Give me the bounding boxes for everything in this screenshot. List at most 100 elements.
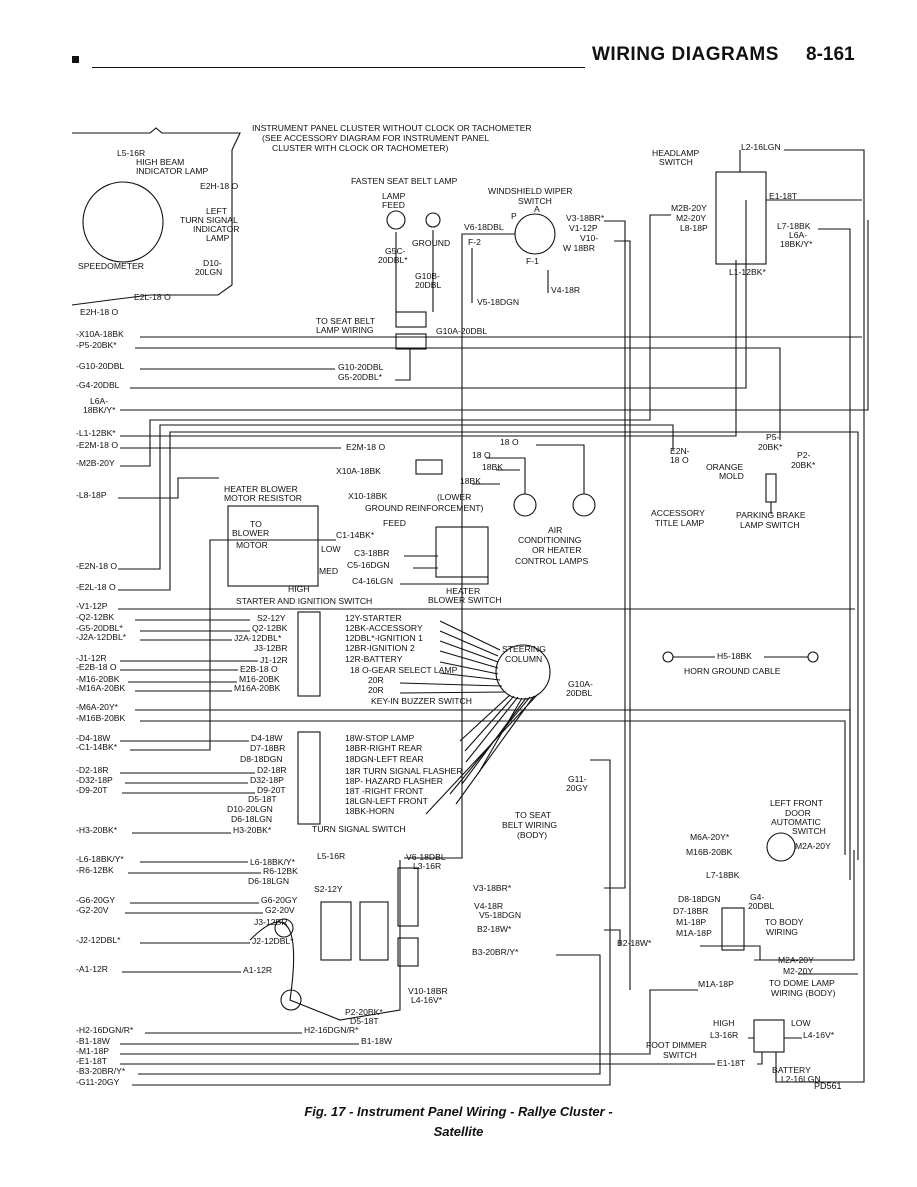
diagram-label: D9-20T [257,785,286,795]
diagram-label: 18 O [670,455,689,465]
diagram-label: V3-18BR* [473,883,512,893]
diagram-label: M16B-20BK [686,847,733,857]
diagram-label: V1-12P [569,223,598,233]
diagram-label: L8-18P [680,223,708,233]
diagram-label: 20DBL [748,901,774,911]
diagram-label: C1-14BK* [336,530,375,540]
diagram-label: HIGH [288,584,309,594]
diagram-label: M2B-20Y [671,203,707,213]
diagram-label: -D2-18R [76,765,108,775]
diagram-label: ORANGE [706,462,744,472]
diagram-label: CLUSTER WITH CLOCK OR TACHOMETER) [272,143,448,153]
diagram-label: -E2N-18 O [76,561,117,571]
diagram-label: STARTER AND IGNITION SWITCH [236,596,372,606]
diagram-label: TO SEAT [515,810,552,820]
diagram-label: F-1 [526,256,539,266]
diagram-label: LAMP WIRING [316,325,374,335]
diagram-label: P [511,211,517,221]
diagram-label: D4-18W [251,733,283,743]
diagram-label: -J1-12R [76,653,107,663]
diagram-label: B1-18W [361,1036,393,1046]
horn-ground-terminal-2 [807,651,819,663]
diagram-label: P2-20BK* [345,1007,383,1017]
diagram-label: S2-12Y [257,613,286,623]
diagram-label: TURN SIGNAL [180,215,238,225]
diagram-label: M6A-20Y* [690,832,730,842]
diagram-label: M2-20Y [676,213,706,223]
ac-control-lamp-1 [513,493,537,517]
diagram-label: -G5-20DBL* [76,623,123,633]
diagram-label: -M1-18P [76,1046,109,1056]
diagram-label: D7-18BR [673,906,708,916]
seat-belt-connector [395,311,427,328]
diagram-label: L3-16R [710,1030,738,1040]
diagram-label: -G2-20V [76,905,109,915]
diagram-label: G6-20GY [261,895,298,905]
diagram-label: 18W-STOP LAMP [345,733,415,743]
diagram-label: 20BK* [758,442,783,452]
diagram-label: 18BK/Y* [83,405,116,415]
diagram-label: WIRING [766,927,798,937]
diagram-label: 18 O [500,437,519,447]
diagram-label: F-2 [468,237,481,247]
diagram-label: 20LGN [195,267,222,277]
diagram-label: AIR [548,525,562,535]
diagram-label: V4-18R [551,285,580,295]
diagram-label: -E2L-18 O [76,582,116,592]
diagram-label: SWITCH [659,157,693,167]
diagram-label: V6-18DBL [464,222,504,232]
diagram-label: G4- [750,892,764,902]
diagram-label: -M16-20BK [76,674,120,684]
seat-belt-lamp [386,210,406,230]
diagram-label: D5-18T [350,1016,379,1026]
diagram-label: L4-16V* [803,1030,835,1040]
diagram-label: -H2-16DGN/R* [76,1025,134,1035]
diagram-label: 18DGN-LEFT REAR [345,754,424,764]
diagram-label: -M2B-20Y [76,458,115,468]
diagram-label: SWITCH [663,1050,697,1060]
diagram-label: G10A-20DBL [436,326,487,336]
diagram-label: LEFT FRONT [770,798,824,808]
diagram-label: L7-18BK [706,870,740,880]
diagram-label: G2-20V [265,905,295,915]
horn-ground-terminal-1 [662,651,674,663]
diagram-label: A1-12R [243,965,272,975]
diagram-label: -D9-20T [76,785,108,795]
heater-blower-switch [435,526,489,578]
diagram-label: E2H-18 O [80,307,119,317]
parking-brake-switch [765,473,777,503]
diagram-label: MOLD [719,471,744,481]
page-number: 8-161 [806,44,855,65]
diagram-label: L5-16R [317,851,345,861]
diagram-label: S2-12Y [314,884,343,894]
diagram-label: -D32-18P [76,775,113,785]
diagram-label: -G10-20DBL [76,361,124,371]
diagram-label: TO SEAT BELT [316,316,376,326]
diagram-label: M1-18P [676,917,706,927]
diagram-label: 12Y-STARTER [345,613,402,623]
diagram-label: B2-18W* [617,938,652,948]
diagram-label: 18BK-HORN [345,806,394,816]
diagram-label: BLOWER SWITCH [428,595,502,605]
diagram-label: C5-16DGN [347,560,390,570]
diagram-label: LAMP [382,191,406,201]
diagram-label: R6-12BK [263,866,298,876]
diagram-label: X10-18BK [348,491,387,501]
diagram-label: -X10A-18BK [76,329,124,339]
wiper-switch-body [514,213,556,255]
diagram-label: HIGH BEAM [136,157,184,167]
diagram-label: CONTROL LAMPS [515,556,588,566]
diagram-label: MED [319,566,338,576]
diagram-label: E2H-18 O [200,181,239,191]
diagram-label: V10-18BR [408,986,448,996]
diagram-label: J1-12R [260,655,288,665]
diagram-label: D10-20LGN [227,804,273,814]
diagram-label: OR HEATER [532,545,582,555]
diagram-label: LOW [791,1018,811,1028]
diagram-label: 18R TURN SIGNAL FLASHER [345,766,462,776]
diagram-label: -G4-20DBL [76,380,120,390]
diagram-label: TURN SIGNAL SWITCH [312,824,406,834]
diagram-label: E2L-18 O [134,292,171,302]
diagram-label: -H3-20BK* [76,825,118,835]
page-title: WIRING DIAGRAMS [592,44,779,65]
